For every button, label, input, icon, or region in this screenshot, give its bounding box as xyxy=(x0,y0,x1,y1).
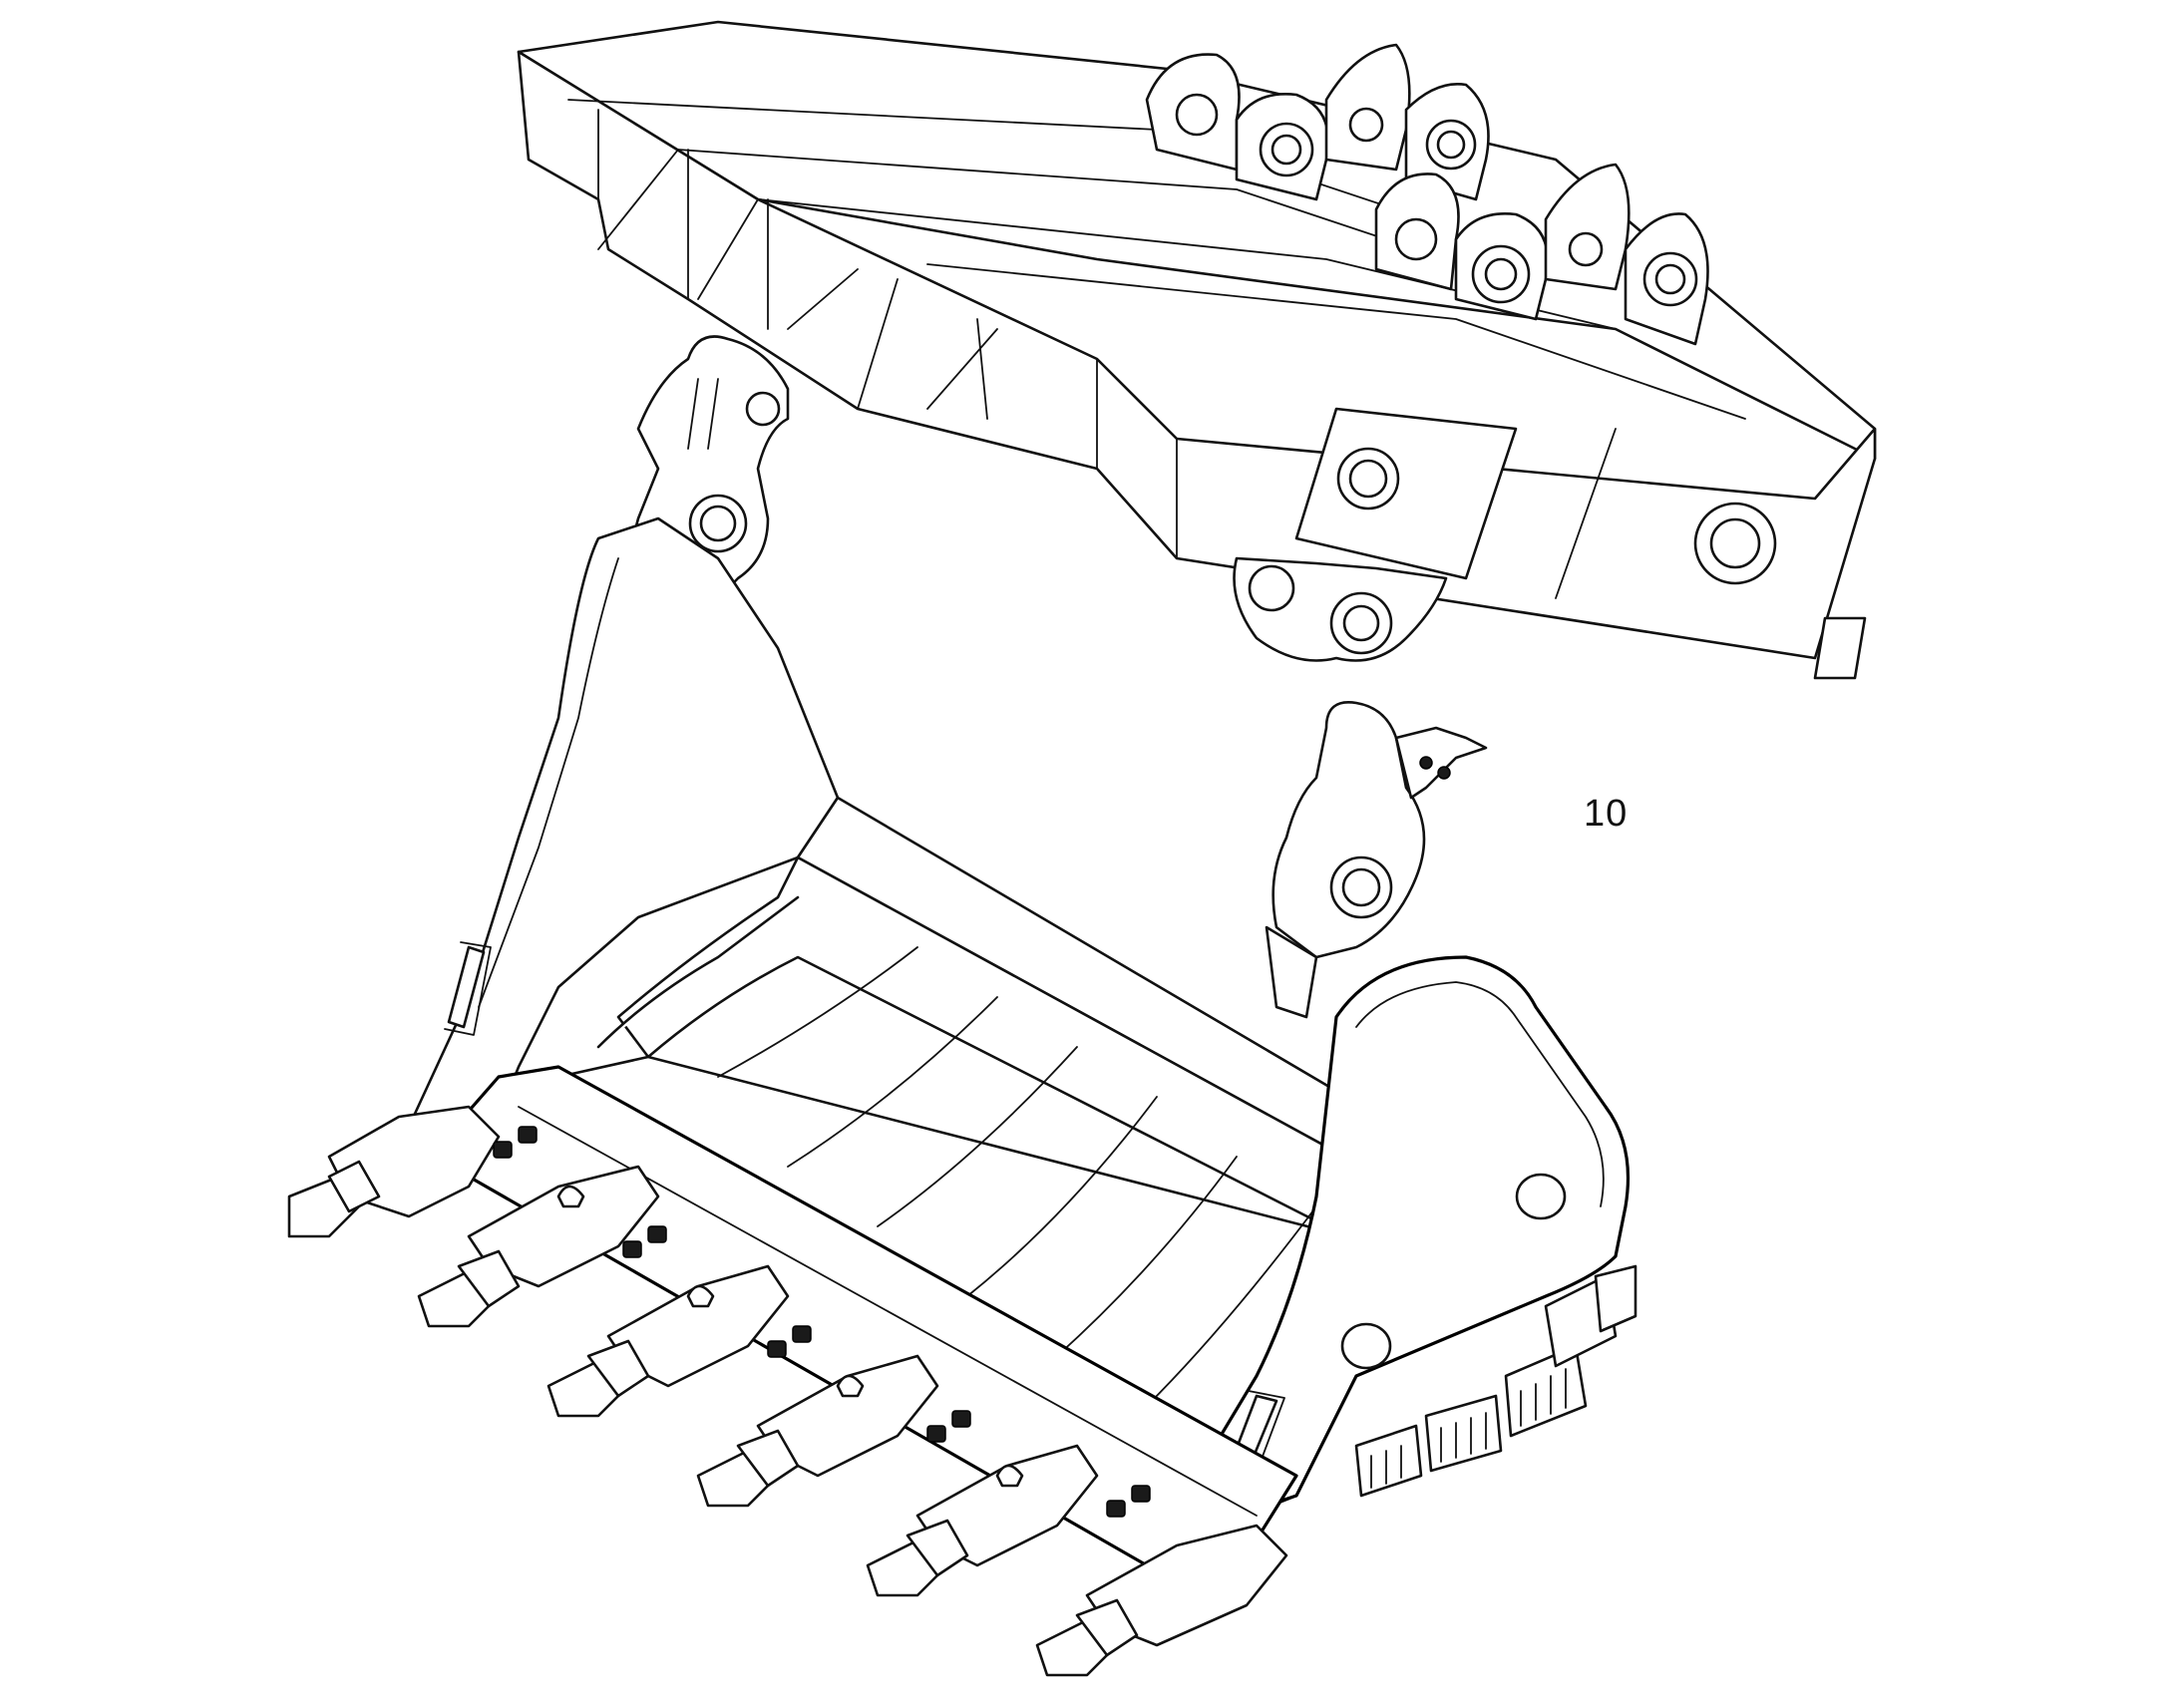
frame-side-face xyxy=(517,50,1877,660)
floor-liner-6 xyxy=(1146,1205,1317,1407)
edge-segment-2 xyxy=(622,1225,667,1258)
side-wear-pads xyxy=(1354,1264,1637,1498)
lug-5-bore xyxy=(1394,217,1438,261)
floor-liner-3 xyxy=(877,1046,1078,1227)
frame-end-plate xyxy=(1294,407,1518,580)
floor-liner-5 xyxy=(1056,1156,1238,1357)
frame-brace-4 xyxy=(1096,358,1178,559)
right-hanger-link xyxy=(1265,700,1488,1019)
tooth-5 xyxy=(866,1444,1099,1597)
edge-segment-1 xyxy=(493,1126,538,1159)
wear-pad-ribs xyxy=(1370,1368,1567,1489)
right-side-inner-edge xyxy=(1355,981,1605,1207)
tooth-3-nose xyxy=(586,1339,650,1398)
tooth-6 xyxy=(1035,1524,1288,1677)
tooth-4 xyxy=(696,1354,939,1508)
bucket-right-side-plate xyxy=(1195,955,1631,1518)
latch-bolt-1 xyxy=(1419,756,1433,770)
wear-pad-5 xyxy=(1594,1264,1637,1333)
frame-bore-right-inner xyxy=(1709,517,1761,569)
tooth-3-pin xyxy=(686,1284,715,1308)
left-link-bore-inner xyxy=(699,505,737,542)
segment-4-block-b xyxy=(951,1410,971,1428)
lug-8-bore-inner xyxy=(1654,263,1686,295)
tooth-5-pin xyxy=(995,1464,1024,1488)
segment-2-block-b xyxy=(647,1225,667,1243)
tooth-4-pin xyxy=(836,1374,865,1398)
bucket-teeth xyxy=(287,1105,1288,1677)
floor-liner-2 xyxy=(787,996,998,1168)
left-side-inner-edge xyxy=(478,557,619,1008)
lug-6-bore-inner xyxy=(1484,257,1518,291)
wear-pad-1 xyxy=(1354,1424,1423,1498)
segment-3-block-a xyxy=(767,1340,787,1358)
edge-segment-4 xyxy=(926,1410,971,1443)
left-link-pin-top xyxy=(745,391,781,427)
right-side-hole-lower xyxy=(1340,1322,1392,1370)
edge-segments xyxy=(493,1126,1151,1518)
wear-pad-3 xyxy=(1504,1344,1588,1438)
frame-lugs-row-2 xyxy=(1374,163,1709,346)
edge-segment-5 xyxy=(1106,1485,1151,1518)
frame-brace-3 xyxy=(857,278,998,420)
left-grab-handle xyxy=(447,945,486,1029)
right-link-bore-inner xyxy=(1341,867,1381,907)
segment-1-block-a xyxy=(493,1141,513,1159)
frame-bore-left-inner xyxy=(1348,459,1388,499)
right-link-latch xyxy=(1394,726,1488,800)
frame-brace-1 xyxy=(597,109,689,300)
segment-4-block-a xyxy=(926,1425,946,1443)
segment-1-block-b xyxy=(518,1126,538,1144)
lug-2-bore-inner xyxy=(1271,134,1302,166)
tooth-6-nose xyxy=(1075,1598,1139,1657)
wear-pad-2 xyxy=(1424,1394,1503,1473)
frame-rail-4 xyxy=(926,263,1746,420)
tooth-5-nose xyxy=(906,1519,969,1577)
tooth-2-pin xyxy=(556,1185,585,1208)
left-grab-handle-frame xyxy=(444,941,492,1036)
lug-4-bore-inner xyxy=(1436,130,1466,160)
segment-2-block-a xyxy=(622,1240,642,1258)
right-side-hole-upper xyxy=(1515,1173,1567,1220)
lug-7 xyxy=(1544,163,1631,291)
frame-lugs-row-1 xyxy=(1145,43,1490,201)
frame-brace-2 xyxy=(697,198,859,330)
floor-liner-4 xyxy=(966,1096,1158,1297)
lug-1-bore xyxy=(1175,93,1219,137)
segment-3-block-b xyxy=(792,1325,812,1343)
tooth-3 xyxy=(546,1264,790,1418)
callout-label: 10 xyxy=(1584,793,1629,835)
segment-5-block-b xyxy=(1131,1485,1151,1503)
tooth-1 xyxy=(287,1105,501,1238)
right-link-foot xyxy=(1265,925,1318,1019)
bucket-back-curve-edge xyxy=(596,895,800,1049)
lug-3-bore xyxy=(1348,107,1384,143)
left-link-slot xyxy=(687,378,719,450)
tooth-2-nose xyxy=(457,1249,521,1308)
floor-liner-1 xyxy=(717,946,918,1078)
frame-assembly xyxy=(517,20,1877,680)
latch-bolt-2 xyxy=(1437,766,1451,780)
lug-7-bore xyxy=(1568,231,1604,267)
tooth-2 xyxy=(417,1165,660,1328)
lower-lug-bore-2-inner xyxy=(1342,604,1380,642)
edge-segment-3 xyxy=(767,1325,812,1358)
frame-end-cap xyxy=(1813,616,1867,680)
tooth-1-nose xyxy=(327,1160,381,1213)
frame-end-divider xyxy=(1555,428,1617,599)
tooth-4-nose xyxy=(736,1429,800,1488)
lower-lug-bore-1 xyxy=(1248,564,1295,612)
segment-5-block-a xyxy=(1106,1500,1126,1518)
lug-3 xyxy=(1324,43,1411,171)
